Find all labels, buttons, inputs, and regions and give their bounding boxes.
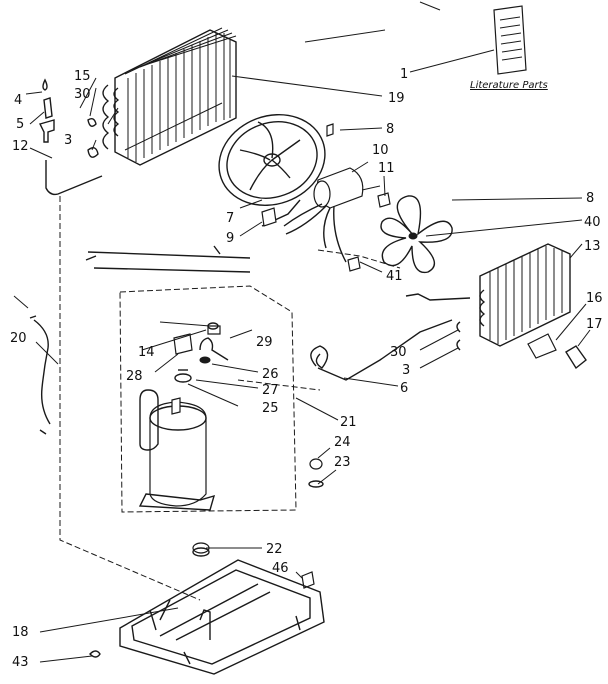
- callout-28: 28: [126, 369, 143, 384]
- callout-11: 11: [378, 161, 395, 176]
- callout-4: 4: [14, 93, 22, 108]
- callout-13: 13: [584, 239, 601, 254]
- callout-10: 10: [372, 143, 389, 158]
- callout-21: 21: [340, 415, 357, 430]
- fan-shroud: [218, 114, 326, 206]
- callout-8-upper: 8: [386, 122, 394, 137]
- compressor-assembly: [85, 251, 324, 513]
- evaporator-coil: [405, 243, 571, 347]
- callout-16: 16: [586, 291, 603, 306]
- small-parts: [29, 78, 587, 658]
- literature-booklet: [493, 5, 527, 75]
- callout-15: 15: [74, 69, 91, 84]
- callout-9: 9: [226, 231, 234, 246]
- callout-46: 46: [272, 561, 289, 576]
- blower-wheel: [380, 195, 453, 274]
- callout-19: 19: [388, 91, 405, 106]
- condenser-coil: [102, 27, 237, 166]
- callout-25: 25: [262, 401, 279, 416]
- dashed-tubing: [59, 196, 401, 601]
- callout-3-right: 3: [402, 363, 410, 378]
- callout-22: 22: [266, 542, 283, 557]
- callout-6: 6: [400, 381, 408, 396]
- callout-30-left: 30: [74, 87, 91, 102]
- callout-30-right: 30: [390, 345, 407, 360]
- callout-24: 24: [334, 435, 351, 450]
- callout-17: 17: [586, 317, 603, 332]
- leader-lines: [13, 49, 591, 663]
- callout-1: 1: [400, 67, 408, 82]
- callout-labels: 1 19 8 10 11 7 9 8 40 13 41 16 17 30 3 6…: [10, 67, 603, 670]
- callout-7: 7: [226, 211, 234, 226]
- callout-41: 41: [386, 269, 403, 284]
- callout-3-left: 3: [64, 133, 72, 148]
- literature-parts-label: Literature Parts: [470, 80, 548, 91]
- base-pan: [119, 559, 325, 675]
- callout-29: 29: [256, 335, 273, 350]
- callout-40: 40: [584, 215, 601, 230]
- grommet: [192, 542, 210, 557]
- callout-26: 26: [262, 367, 279, 382]
- callout-8-right: 8: [586, 191, 594, 206]
- callout-20: 20: [10, 331, 27, 346]
- callout-5: 5: [16, 117, 24, 132]
- callout-18: 18: [12, 625, 29, 640]
- callout-27: 27: [262, 383, 279, 398]
- top-marks: [304, 1, 441, 43]
- callout-12: 12: [12, 139, 29, 154]
- callout-43: 43: [12, 655, 29, 670]
- fan-motor: [213, 167, 381, 263]
- callout-23: 23: [334, 455, 351, 470]
- callout-14: 14: [138, 345, 155, 360]
